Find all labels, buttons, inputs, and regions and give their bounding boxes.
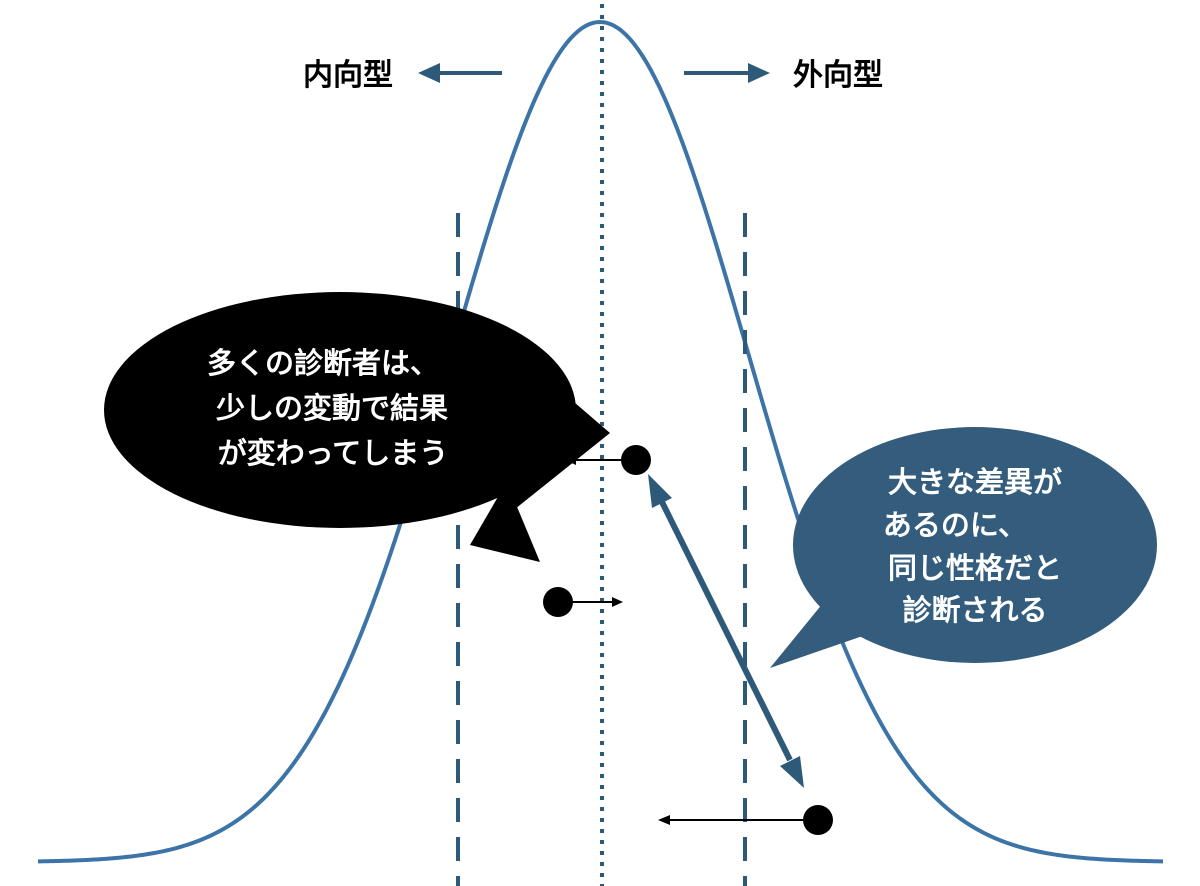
introvert-label: 内向型 <box>303 58 393 93</box>
bubble-left-line-2: 少しの変動で結果 <box>216 391 448 425</box>
bubble-right-line-2: あるのに、 <box>883 508 1027 542</box>
bubble-right-line-4: 診断される <box>902 593 1047 627</box>
extrovert-label: 外向型 <box>793 58 883 93</box>
normal-distribution-curve <box>37 20 1164 864</box>
speech-bubble-right: 大きな差異が あるのに、 同じ性格だと 診断される <box>770 427 1157 668</box>
introvert-arrow-icon <box>418 63 502 83</box>
bubble-right-line-3: 同じ性格だと <box>888 551 1062 585</box>
bubble-left-line-3: が変わってしまう <box>218 436 449 470</box>
extrovert-arrow-icon <box>684 63 770 83</box>
data-point-2 <box>543 587 623 617</box>
data-point-1 <box>565 445 651 475</box>
data-point-3 <box>658 805 833 835</box>
speech-bubble-left: 多くの診断者は、 少しの変動で結果 が変わってしまう <box>104 292 610 562</box>
difference-double-arrow-icon <box>648 474 804 788</box>
bubble-left-line-1: 多くの診断者は、 <box>207 346 439 380</box>
bubble-right-line-1: 大きな差異が <box>888 465 1062 499</box>
